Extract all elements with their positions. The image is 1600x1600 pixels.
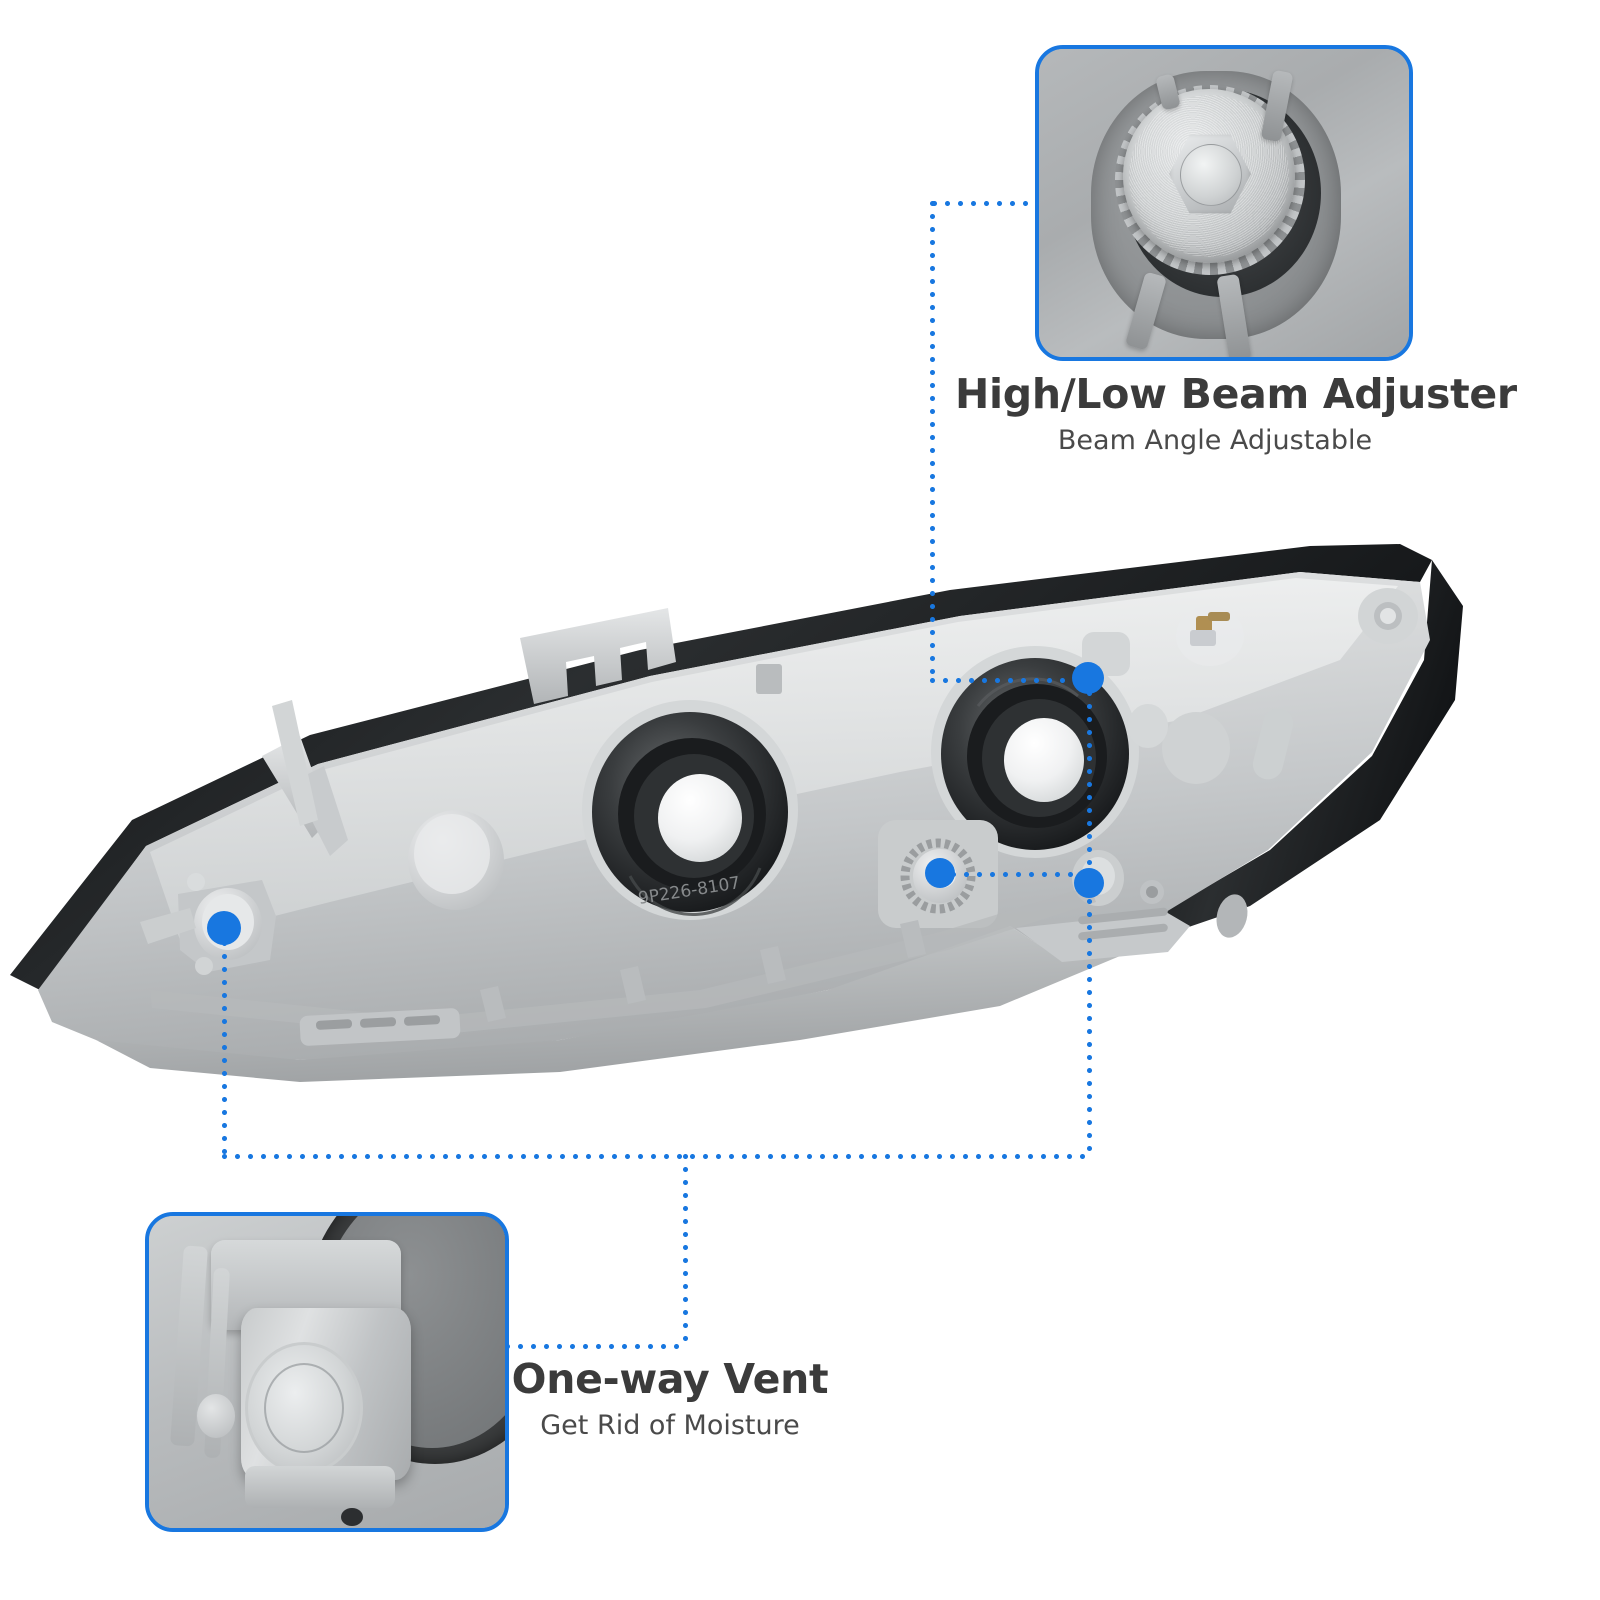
- leader-bottom-rail: [222, 1154, 1090, 1159]
- one-way-vent-photo: [149, 1216, 505, 1528]
- tail-fins: [1016, 894, 1248, 962]
- one-way-vent-title: One-way Vent: [511, 1355, 829, 1403]
- vent-drain-hole: [341, 1508, 363, 1526]
- bulb-seal-right: [931, 646, 1139, 858]
- bottom-seam: [150, 886, 1096, 1036]
- marker-adjuster-lower-left: [925, 858, 955, 888]
- rib-b: [620, 966, 646, 1004]
- marker-vent-left: [207, 911, 241, 945]
- leader-top-vertical: [930, 201, 935, 681]
- housing-slot: [756, 664, 782, 694]
- headlight-product-image: 9P226-8107: [0, 520, 1520, 1100]
- inset-beam-adjuster: [1035, 45, 1413, 361]
- headlight-illustration: 9P226-8107: [10, 544, 1463, 1082]
- callout-label-beam-adjuster: High/Low Beam Adjuster Beam Angle Adjust…: [955, 370, 1517, 457]
- housing-bottom-lip: [96, 912, 1166, 1082]
- leader-vent-branch-down: [683, 1154, 688, 1346]
- beam-adjuster-photo: [1039, 49, 1409, 357]
- vent-base-ledge: [245, 1466, 395, 1508]
- marker-adjuster-lower-right: [1074, 868, 1104, 898]
- marker-adjuster-upper-right: [1072, 662, 1104, 694]
- vent-pin: [197, 1394, 235, 1438]
- one-way-vent-subtitle: Get Rid of Moisture: [540, 1410, 800, 1442]
- inset-one-way-vent: [145, 1212, 509, 1532]
- leader-vent-branch-left: [505, 1344, 685, 1349]
- leader-top-to-marker: [930, 678, 1092, 683]
- leader-gear-connector: [938, 872, 1090, 877]
- leader-top-horizontal: [932, 201, 1038, 206]
- upper-mounting-bracket: [520, 608, 676, 704]
- bottom-louvers: [299, 1008, 461, 1046]
- interior-knob-a: [1162, 712, 1230, 784]
- beam-adjuster-title: High/Low Beam Adjuster: [955, 370, 1517, 418]
- vent-cap-face: [245, 1342, 363, 1474]
- leader-vent-down: [222, 928, 227, 1156]
- bulb-seal-left: 9P226-8107: [582, 700, 798, 920]
- adjuster-hex-bolt-face: [1180, 144, 1242, 206]
- interior-rib: [1252, 708, 1294, 780]
- rib-a: [480, 986, 506, 1022]
- fin-tall-left: [272, 700, 318, 826]
- adjuster-screw: [1176, 606, 1244, 666]
- leader-adjuster-down: [1087, 678, 1092, 1158]
- screw-boss-right: [1358, 588, 1418, 644]
- rib-c: [760, 946, 786, 984]
- beam-adjuster-subtitle: Beam Angle Adjustable: [1057, 425, 1373, 457]
- interior-knob-b: [1128, 704, 1168, 748]
- callout-label-one-way-vent: One-way Vent Get Rid of Moisture: [505, 1355, 835, 1442]
- headlight-rear-gasket: [1164, 560, 1463, 930]
- rib-d: [900, 920, 926, 958]
- cap-dome-left-face: [414, 814, 490, 894]
